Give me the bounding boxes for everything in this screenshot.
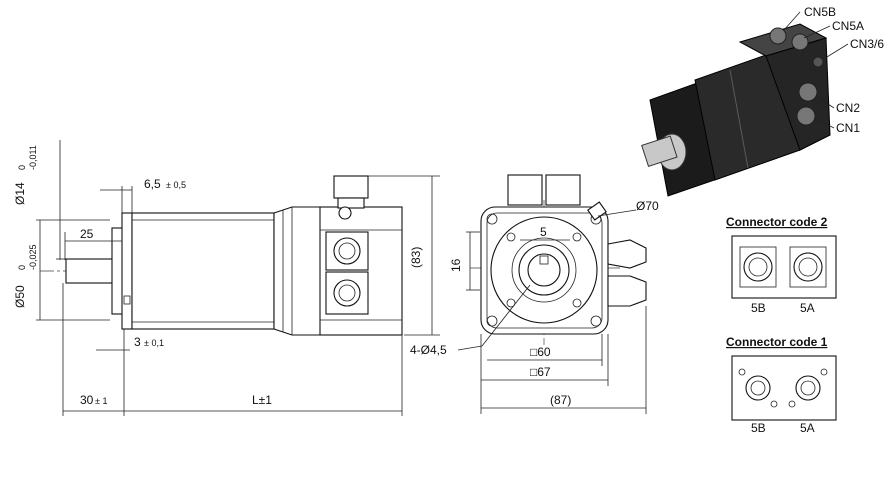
dim-pilot-tol-upper: 0 xyxy=(17,265,27,270)
iso-connector-cn5b xyxy=(769,27,787,45)
iso-label-cn1: CN1 xyxy=(836,121,860,135)
iso-label-cn5b: CN5B xyxy=(804,5,836,19)
front-top-connector-b xyxy=(545,174,581,206)
dim-shaft-key: 25 xyxy=(80,227,94,241)
top-connector xyxy=(333,175,369,199)
connector-code-1: Connector code 1 5B 5A xyxy=(726,335,837,435)
iso-connector-cn5a xyxy=(791,33,809,51)
dim-square-outer: □67 xyxy=(530,365,551,379)
dim-shaft-tol-upper: 0 xyxy=(17,165,27,170)
connector-code-2: Connector code 2 5B 5A xyxy=(726,215,837,315)
iso-label-cn36: CN3/6 xyxy=(850,37,884,51)
front-side-connector-b xyxy=(607,275,647,307)
dim-pilot-tol-lower: -0,025 xyxy=(28,244,38,270)
dim-shaft-tol-lower: -0,011 xyxy=(28,145,38,170)
connector-code-1-title: Connector code 1 xyxy=(726,335,828,349)
dim-pilot-depth-tol: ± 0,1 xyxy=(144,338,164,348)
encoder-housing xyxy=(273,206,323,336)
iso-label-cn5a: CN5A xyxy=(832,19,864,33)
connector-code-2-title: Connector code 2 xyxy=(726,215,828,229)
dim-flange-thickness-tol: ± 0,5 xyxy=(166,180,186,190)
dim-holes: 4-Ø4,5 xyxy=(410,343,447,357)
motor-body xyxy=(131,212,275,330)
front-top-connector-a xyxy=(507,174,543,206)
side-view: Ø14 0 -0,011 Ø50 0 -0,025 6,5 ± 0,5 25 3… xyxy=(13,140,440,416)
dim-circle: Ø70 xyxy=(636,199,659,213)
drive-housing xyxy=(319,206,403,336)
dim-overall-width: (87) xyxy=(550,393,571,407)
dim-shaft-length: 30 xyxy=(80,393,94,407)
dim-shaft-length-tol: ± 1 xyxy=(95,396,107,406)
connector-code-2-left-label: 5B xyxy=(751,301,766,315)
iso-connector-cn36 xyxy=(812,56,824,68)
dim-height: (83) xyxy=(409,247,423,268)
iso-connector-cn2 xyxy=(798,82,818,102)
front-side-connector-a xyxy=(607,239,647,269)
iso-motor-view: CN5B CN5A CN3/6 CN2 CN1 xyxy=(641,5,884,197)
dim-key-height: 16 xyxy=(449,258,463,272)
connector-code-1-right-label: 5A xyxy=(800,421,815,435)
dim-key-width: 5 xyxy=(540,225,547,239)
front-view: Ø70 5 16 4-Ø4,5 □60 □67 (87) xyxy=(410,174,659,414)
dim-pilot-diameter: Ø50 xyxy=(13,285,27,308)
connector-code-2-right-label: 5A xyxy=(800,301,815,315)
dim-motor-length: L±1 xyxy=(252,393,272,407)
dim-shaft-diameter: Ø14 xyxy=(13,182,27,205)
iso-connector-cn1 xyxy=(796,106,816,126)
dim-square-inner: □60 xyxy=(530,345,551,359)
dim-flange-thickness: 6,5 xyxy=(144,177,161,191)
connector-code-1-left-label: 5B xyxy=(751,421,766,435)
iso-label-cn2: CN2 xyxy=(836,101,860,115)
flange xyxy=(121,212,133,330)
dim-pilot-depth: 3 xyxy=(134,335,141,349)
